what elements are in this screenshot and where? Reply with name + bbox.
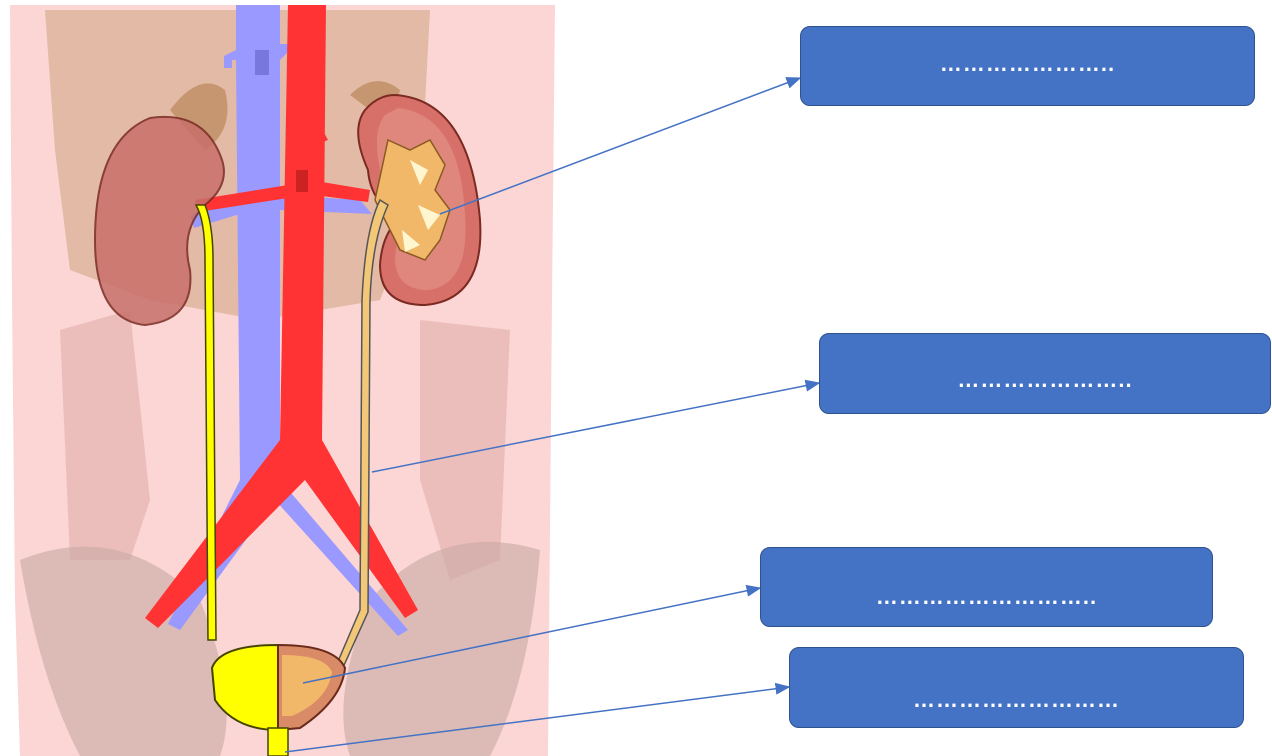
label-1-text: ………………….. <box>940 51 1115 77</box>
label-box-3[interactable]: ……………………….. <box>760 547 1213 627</box>
label-box-2[interactable]: ………………….. <box>819 333 1271 414</box>
label-4-text: ……………………… <box>913 687 1120 713</box>
label-box-4[interactable]: ……………………… <box>789 647 1244 728</box>
label-box-1[interactable]: ………………….. <box>800 26 1255 106</box>
label-3-text: ……………………….. <box>876 584 1097 610</box>
label-2-text: ………………….. <box>957 367 1132 393</box>
